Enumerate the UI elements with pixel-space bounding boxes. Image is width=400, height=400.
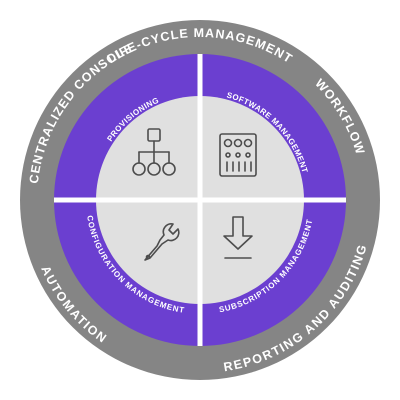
horizontal-divider: [54, 197, 346, 203]
hierarchy-icon: [132, 128, 176, 176]
control-panel-icon: [219, 133, 257, 177]
download-icon: [223, 216, 253, 259]
wrench-icon: [144, 223, 180, 261]
